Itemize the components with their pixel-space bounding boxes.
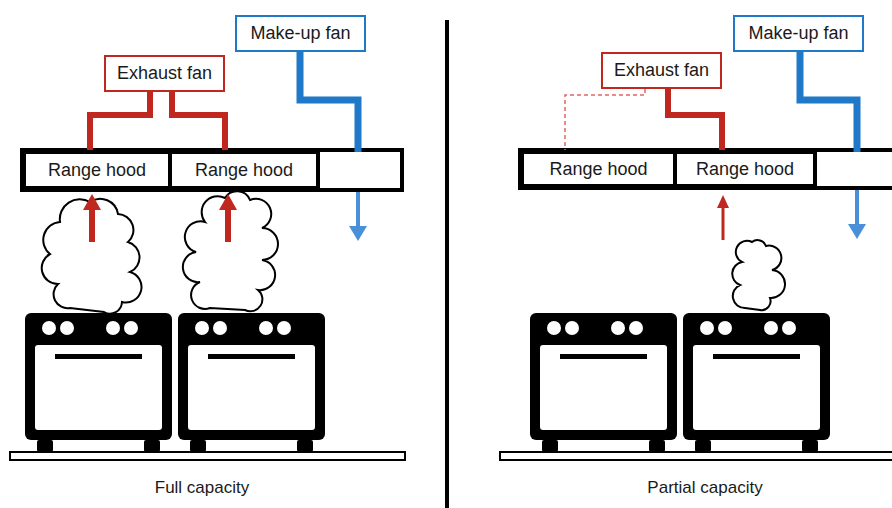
caption-label: Partial capacity — [647, 478, 762, 498]
oven — [25, 313, 172, 452]
exhaust-arrowhead — [83, 194, 101, 210]
illustration-shape — [540, 345, 667, 430]
range-hood-box: Range hood — [168, 150, 320, 190]
smoke-plume — [732, 240, 785, 310]
illustration-shape — [208, 354, 295, 359]
oven — [683, 313, 830, 452]
caption-label: Full capacity — [155, 478, 249, 498]
illustration-shape — [37, 440, 53, 452]
airflow-arrowhead — [349, 226, 367, 241]
ovens — [25, 313, 830, 452]
makeup-airflow — [855, 190, 859, 226]
node-text: Range hood — [48, 160, 146, 181]
illustration-shape — [60, 321, 74, 335]
illustration-shape — [195, 321, 209, 335]
illustration-shape — [802, 440, 818, 452]
makeup-airflow — [356, 192, 360, 228]
illustration-shape — [683, 313, 830, 440]
exhaust-arrowhead — [219, 194, 237, 210]
airflow-arrowhead — [848, 224, 866, 239]
node-text: Make-up fan — [250, 23, 350, 44]
illustration-shape — [106, 321, 120, 335]
exhaust-arrowhead — [717, 195, 729, 208]
illustration-shape — [695, 440, 711, 452]
illustration-shape — [25, 313, 172, 440]
node-text: Make-up fan — [748, 23, 848, 44]
illustration-shape — [764, 321, 778, 335]
illustration-shape — [649, 440, 665, 452]
illustration-shape — [560, 354, 647, 359]
exhaust-duct — [90, 92, 150, 150]
illustration-shape — [693, 345, 820, 430]
range-hood-box: Range hood — [520, 150, 677, 188]
oven — [530, 313, 677, 452]
exhaust-duct — [565, 89, 645, 150]
illustration-shape — [565, 321, 579, 335]
node-text: Range hood — [195, 160, 293, 181]
illustration-shape — [713, 354, 800, 359]
illustration-shape — [124, 321, 138, 335]
exhaust-arrow — [89, 208, 95, 242]
illustration-shape — [297, 440, 313, 452]
hood-bar — [520, 150, 892, 188]
makeup-duct — [800, 52, 857, 152]
illustration-shape — [629, 321, 643, 335]
illustration-shape — [718, 321, 732, 335]
illustration-shape — [35, 345, 162, 430]
illustration-shape — [782, 321, 796, 335]
illustration-shape — [277, 321, 291, 335]
makeup-fan-box: Make-up fan — [733, 15, 864, 52]
hood-bar — [22, 150, 402, 190]
node-text: Range hood — [549, 159, 647, 180]
node-text: Exhaust fan — [117, 63, 212, 84]
exhaust-arrow — [722, 206, 725, 240]
illustration-shape — [144, 440, 160, 452]
makeup-duct — [300, 52, 358, 152]
illustration-shape — [547, 321, 561, 335]
illustration-shape — [542, 440, 558, 452]
illustration-shape — [188, 345, 315, 430]
illustration-shape — [55, 354, 142, 359]
illustration-shape — [700, 321, 714, 335]
exhaust-fan-box: Exhaust fan — [104, 55, 225, 92]
oven — [178, 313, 325, 452]
divider-line — [445, 20, 449, 508]
illustration-shape — [42, 321, 56, 335]
makeup-fan-box: Make-up fan — [235, 15, 366, 52]
floor — [10, 452, 405, 460]
illustration-shape — [178, 313, 325, 440]
illustration-shape — [190, 440, 206, 452]
illustration-shape — [611, 321, 625, 335]
node-text: Exhaust fan — [614, 60, 709, 81]
illustration-shape — [259, 321, 273, 335]
node-text: Range hood — [696, 159, 794, 180]
range-hood-box: Range hood — [22, 150, 172, 190]
exhaust-fan-box: Exhaust fan — [601, 52, 722, 89]
illustration-shape — [530, 313, 677, 440]
smoke-plume — [183, 191, 278, 311]
smoke-plume — [42, 199, 142, 314]
exhaust-duct — [172, 92, 225, 150]
range-hood-box: Range hood — [673, 150, 817, 188]
exhaust-arrow — [225, 208, 231, 242]
floor — [500, 452, 892, 460]
illustration-shape — [213, 321, 227, 335]
exhaust-duct — [668, 89, 722, 150]
